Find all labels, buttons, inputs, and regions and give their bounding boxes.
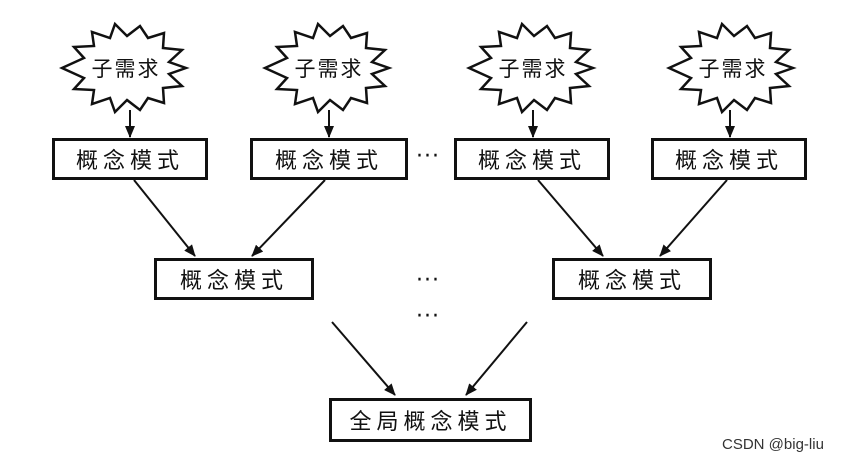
arrow-model2-to-model5: [251, 179, 326, 257]
arrow-model1-to-model5: [133, 179, 196, 257]
concept-model-label-4: 概念模式: [674, 149, 783, 174]
concept-model-box-3: 概念模式: [454, 138, 610, 180]
sub-requirement-label-1: 子需求: [92, 57, 161, 81]
sub-requirement-burst-1: [58, 21, 190, 115]
arrow-level2-right-to-global: [465, 321, 528, 396]
concept-model-label-1: 概念模式: [75, 149, 184, 174]
sub-requirement-label-2: 子需求: [295, 57, 364, 81]
sub-requirement-burst-4: [665, 21, 797, 115]
concept-model-label-5: 概念模式: [179, 269, 288, 294]
concept-model-box-6: 概念模式: [552, 258, 712, 300]
ellipsis-level2-lower: ···: [416, 304, 440, 329]
watermark: CSDN @big-liu: [722, 436, 824, 453]
concept-model-box-1: 概念模式: [52, 138, 208, 180]
concept-model-box-4: 概念模式: [651, 138, 807, 180]
ellipsis-level2-upper: ···: [416, 268, 440, 293]
concept-model-label-2: 概念模式: [274, 149, 383, 174]
sub-requirement-label-3: 子需求: [499, 57, 568, 81]
concept-model-box-5: 概念模式: [154, 258, 314, 300]
global-concept-model-box: 全局概念模式: [329, 398, 532, 442]
concept-model-label-6: 概念模式: [577, 269, 686, 294]
sub-requirement-burst-2: [261, 21, 393, 115]
arrow-level2-left-to-global: [331, 321, 396, 396]
arrow-model4-to-model6: [659, 179, 728, 257]
concept-model-box-2: 概念模式: [250, 138, 408, 180]
sub-requirement-label-4: 子需求: [699, 57, 768, 81]
ellipsis-level1: ···: [416, 144, 440, 169]
sub-requirement-burst-3: [465, 21, 597, 115]
arrow-model3-to-model6: [537, 179, 604, 257]
concept-model-label-3: 概念模式: [477, 149, 586, 174]
global-concept-model-label: 全局概念模式: [349, 410, 512, 435]
